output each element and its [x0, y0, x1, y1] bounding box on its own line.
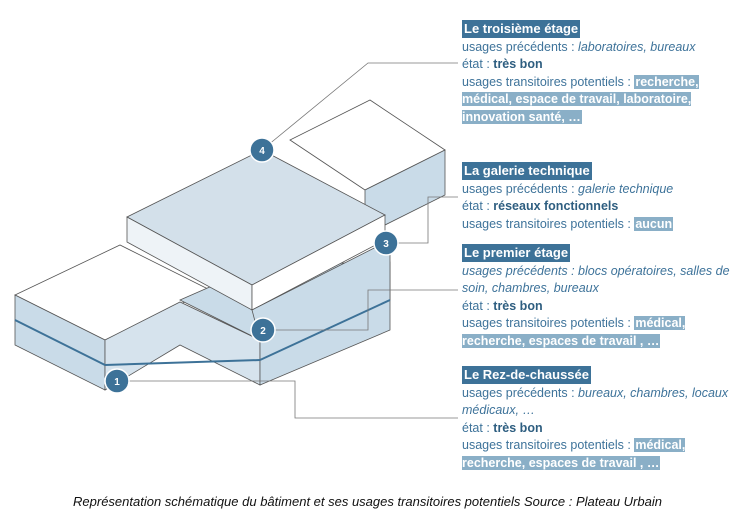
floor-title: Le premier étage	[462, 244, 571, 262]
prev-value: bureaux, chambres, locaux médicaux, …	[462, 385, 729, 418]
prev-label: usages précédents :	[462, 181, 579, 196]
floor-title: Le Rez-de-chaussée	[462, 366, 591, 384]
uses-label: usages transitoires potentiels :	[462, 438, 635, 452]
state-label: état :	[462, 420, 494, 435]
state-value: réseaux fonctionnels	[493, 199, 619, 213]
prev-value: galerie technique	[578, 181, 674, 196]
uses-label: usages transitoires potentiels :	[462, 316, 635, 330]
marker-4: 4	[249, 137, 275, 163]
prev-label: usages précédents :	[462, 385, 579, 400]
floor-3-panel: Le troisième étage usages précédents : l…	[462, 20, 732, 126]
state-value: très bon	[493, 298, 543, 313]
state-label: état :	[462, 199, 494, 213]
uses-label: usages transitoires potentiels :	[462, 216, 635, 231]
state-label: état :	[462, 57, 494, 71]
state-value: très bon	[493, 420, 543, 435]
marker-1: 1	[104, 368, 130, 394]
uses-label: usages transitoires potentiels :	[462, 74, 635, 89]
leader-lines	[117, 62, 458, 419]
state-label: état :	[462, 298, 494, 313]
uses-value: aucun	[634, 216, 674, 231]
prev-label: usages précédents :	[462, 263, 579, 278]
prev-value: blocs opératoires, salles de soin, chamb…	[462, 263, 730, 296]
svg-text:4: 4	[259, 146, 265, 157]
prev-value: laboratoires, bureaux	[578, 39, 696, 54]
svg-text:2: 2	[260, 326, 266, 337]
marker-3: 3	[373, 230, 399, 256]
svg-text:1: 1	[114, 377, 120, 388]
floor-1-panel: Le premier étage usages précédents : blo…	[462, 244, 732, 350]
ground-floor-panel: Le Rez-de-chaussée usages précédents : b…	[462, 366, 732, 472]
svg-text:3: 3	[383, 239, 389, 250]
state-value: très bon	[493, 57, 543, 71]
floor-title: Le troisième étage	[462, 20, 581, 38]
marker-2: 2	[250, 317, 276, 343]
prev-label: usages précédents :	[462, 39, 579, 54]
gallery-panel: La galerie technique usages précédents :…	[462, 162, 732, 233]
figure-caption: Représentation schématique du bâtiment e…	[73, 494, 662, 509]
floor-title: La galerie technique	[462, 162, 592, 180]
